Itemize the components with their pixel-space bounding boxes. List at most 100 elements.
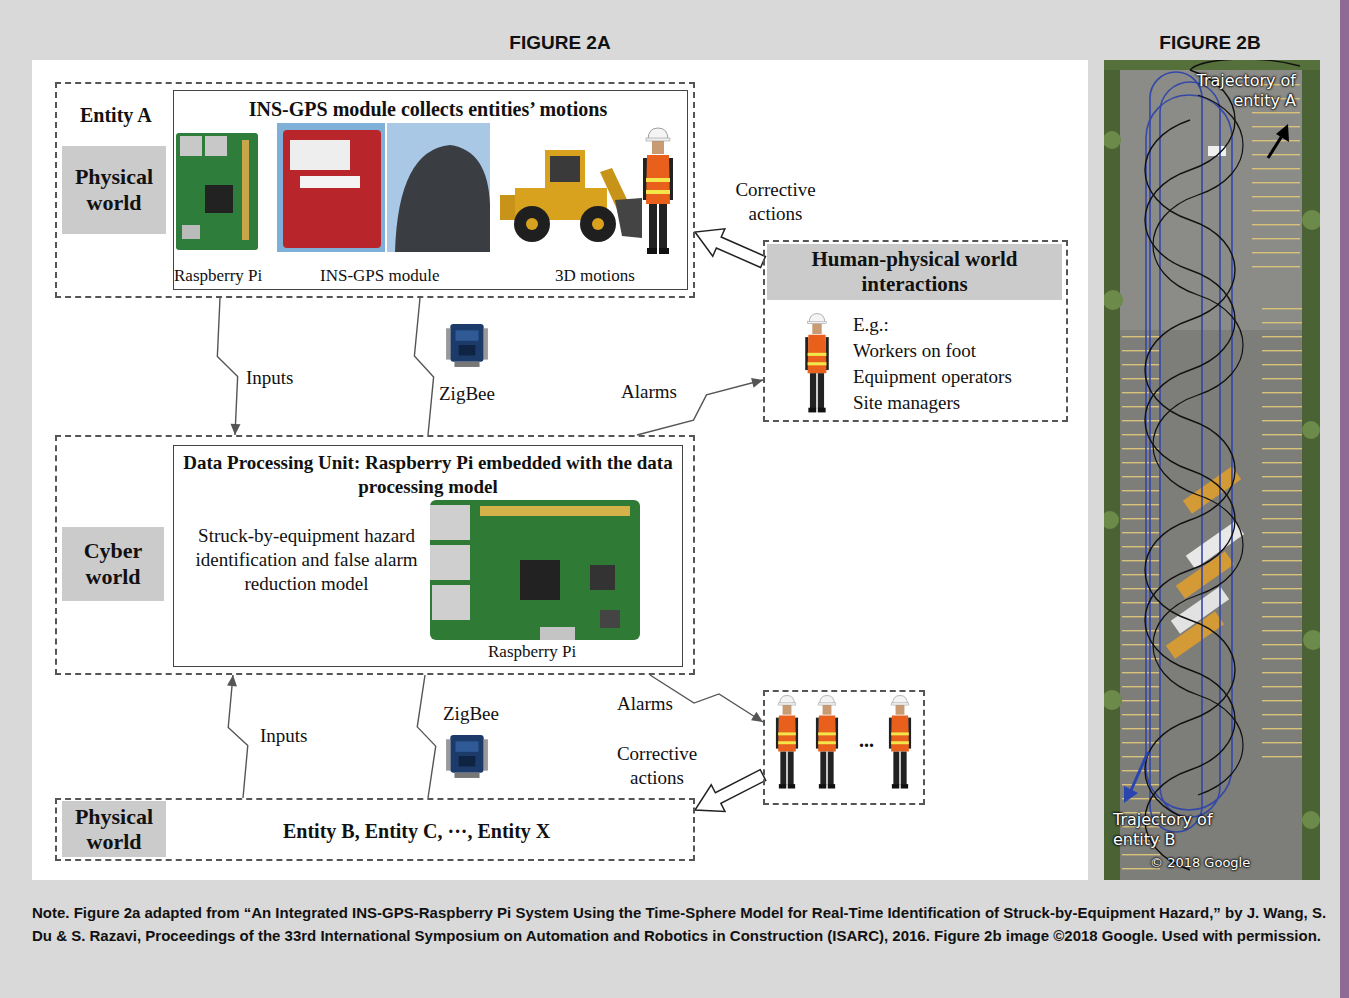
block-arrow-connector [695,770,766,812]
ins-gps-module-part [290,140,350,170]
ins-gps-module-part [277,123,385,252]
satellite-image-part [1104,511,1119,529]
raspberry-pi-small-part [176,133,258,250]
dashed-group-box: Human-physical world interactionsE.g.:Wo… [763,240,1068,422]
connector-label: Inputs [244,366,296,390]
box-heading: ... [859,728,874,753]
raspberry-pi-large-part [600,610,620,628]
wheel-loader [500,150,642,242]
ins-gps-module-part [395,145,490,252]
lightning-line [417,675,435,798]
dashed-group-box: Cyber world Data Processing Unit: Raspber… [55,435,695,675]
satellite-image-part [1190,60,1300,70]
satellite-image-part [1262,300,1302,770]
ins-gps-module-part [300,176,360,188]
lightning-line [414,298,433,435]
connector-label: Inputs [258,724,310,748]
ins-gps-module [277,123,490,252]
wireless-connector [217,298,240,435]
box-text: Raspberry Pi [488,641,576,662]
world-tag: Physical world [62,801,166,857]
satellite-image-part [1176,551,1234,599]
arrow-head [751,378,763,388]
satellite-image-part [1145,70,1235,870]
raspberry-pi-small-part [205,185,233,213]
wheel-loader-part [526,218,538,230]
connector-label: Alarms [615,692,675,716]
box-text: Site managers [853,391,960,415]
figure-heading: FIGURE 2A [460,31,660,55]
xbee-icons-part [446,735,488,778]
world-tag: Cyber world [62,527,164,601]
satellite-image-part [1302,60,1320,880]
box-heading: Entity B, Entity C, ···, Entity X [283,819,550,844]
satellite-image-part [1104,60,1120,880]
box-text: E.g.: [853,313,889,337]
worker-figures-part [816,695,838,788]
worker-figures-part [776,695,798,788]
satellite-image-part [1153,95,1243,795]
raspberry-pi-large-part [480,506,630,516]
dashed-group-box: Physical world Entity B, Entity C, ···, E… [55,798,695,861]
arrow-head [231,424,241,435]
trajectory-label: Trajectory of entity A [1190,71,1296,111]
process-box: INS-GPS module collects entities’ motion… [173,90,688,290]
arrow-head [751,712,763,722]
wheel-loader-part [592,218,604,230]
wheel-loader-part [545,150,585,192]
lightning-line [217,298,237,435]
trajectory-label: Trajectory of entity B [1113,810,1219,850]
raspberry-pi-large [430,500,640,640]
raspberry-pi-large-part [520,560,560,600]
world-tag: Physical world [62,146,166,234]
arrow-head [227,675,237,686]
box-heading: Data Processing Unit: Raspberry Pi embed… [179,451,677,499]
box-text: 3D motions [555,265,635,286]
ins-gps-module-part [283,130,381,248]
dashed-group-box: ... [763,690,925,805]
hollow-arrow [695,229,765,268]
wireless-connector [417,675,435,798]
connector-label: Corrective actions [612,742,702,790]
connector-label: ZigBee [437,382,497,406]
satellite-image-part [1104,60,1320,880]
white-panel-part [32,60,1088,880]
wheel-loader-part [615,198,642,238]
box-text: Workers on foot [853,339,976,363]
wheel-loader-part [550,156,580,182]
satellite-image-part [1104,131,1121,149]
raspberry-pi-large-part [430,505,470,540]
white-panel [32,60,1088,880]
satellite-image [1104,60,1320,880]
satellite-image-part [1129,752,1148,795]
wireless-connector [414,298,433,435]
raspberry-pi-small-part [182,225,200,239]
box-heading: Entity A [80,103,152,128]
box-text: INS-GPS module [320,265,439,286]
raspberry-pi-large-part [430,545,470,580]
hollow-arrow [695,770,766,812]
raspberry-pi-large-part [540,627,575,640]
connector-label: Alarms [619,380,679,404]
raspberry-pi-small-part [242,140,249,240]
satellite-image-part [1276,124,1289,142]
box-text: Struck-by-equipment hazard identificatio… [194,524,419,595]
figure-heading: FIGURE 2B [1110,31,1310,55]
satellite-image-part [1302,421,1320,439]
raspberry-pi-large-part [432,585,470,620]
raspberry-pi-small-part [205,136,227,156]
raspberry-pi-large-part [430,500,640,640]
satellite-image-part [1302,210,1320,230]
worker-figures-part [643,128,673,254]
connector-label: ZigBee [441,702,501,726]
satellite-image-part [1208,146,1226,156]
dashed-group-box: Entity A Physical worldINS-GPS module col… [55,82,695,298]
raspberry-pi-large-part [590,565,615,590]
wheel-loader-part [580,206,616,242]
worker-figures-part [889,695,911,788]
wireless-connector [227,675,248,798]
wheel-loader-part [514,206,550,242]
box-text: Raspberry Pi [174,265,262,286]
xbee-icons-part [446,324,488,367]
